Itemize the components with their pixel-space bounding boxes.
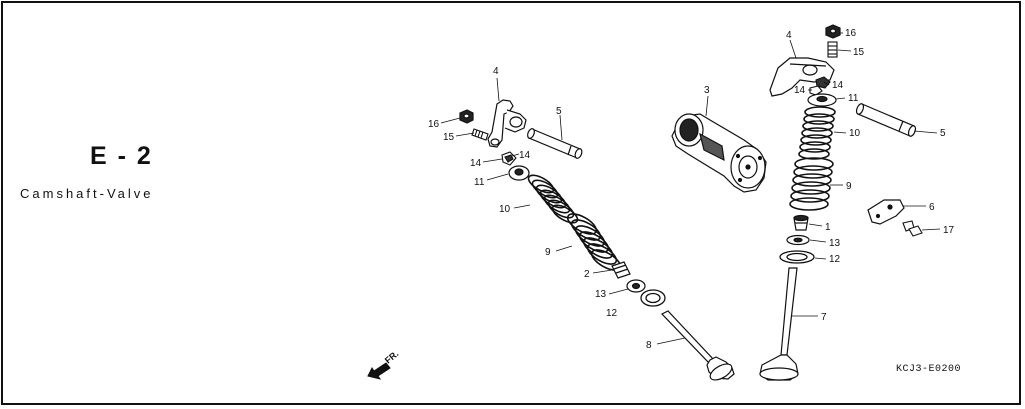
callout-left-seat-washer: 13 [595,289,607,300]
right-valve-cotter-lower[interactable] [809,85,823,96]
left-spring-retainer[interactable] [508,165,530,181]
callout-right-inner-spring: 9 [846,181,852,192]
left-outer-spring[interactable] [526,172,580,226]
left-rocker-arm[interactable] [487,99,527,148]
right-valve-cotter-upper[interactable] [815,76,831,89]
left-inner-spring[interactable] [565,210,624,274]
leader-lines [440,32,941,345]
callout-right-outer-spring: 10 [849,128,861,139]
reference-code: KCJ3-E0200 [896,364,962,375]
callout-left-rocker-shaft: 5 [556,106,562,117]
callout-left-screw: 15 [443,132,455,143]
callout-left-spring-retainer: 11 [474,177,485,188]
right-adjusting-screw[interactable] [827,41,838,58]
callout-right-rocker-shaft: 5 [940,128,946,139]
left-valve-cotter[interactable] [501,151,517,166]
left-seat-washer[interactable] [626,279,646,293]
callout-right-stem-seal: 1 [825,222,831,233]
callout-left-small-part-b: 14 [519,150,531,161]
callout-bolt: 17 [943,225,955,236]
callout-right-spring-retainer: 11 [848,93,859,104]
callout-left-stem-seal: 2 [584,269,590,280]
left-nut[interactable] [459,109,474,124]
callout-left-rocker-arm: 4 [493,66,499,77]
callout-right-seat-washer: 13 [829,238,841,249]
callout-right-spring-seat: 12 [829,254,841,265]
right-spring-seat[interactable] [779,250,815,264]
front-arrow-icon [367,362,391,380]
callout-left-outer-spring: 10 [499,204,511,215]
section-code: E - 2 [90,142,153,170]
callout-labels: 4 5 16 15 14 14 11 10 9 2 13 12 8 3 16 1… [428,28,955,351]
camshaft[interactable] [671,113,767,193]
left-stem-seal[interactable] [611,261,631,279]
right-seat-washer[interactable] [786,234,810,246]
plate[interactable] [867,199,905,225]
callout-right-screw: 15 [853,47,865,58]
left-spring-seat[interactable] [640,289,666,307]
callout-exhaust-valve: 8 [646,340,652,351]
callout-right-small-part-a: 14 [832,80,844,91]
callout-left-nut: 16 [428,119,440,130]
right-outer-spring[interactable] [798,106,836,160]
exhaust-valve[interactable] [661,310,735,383]
callout-right-nut: 16 [845,28,857,39]
bolt[interactable] [902,220,923,237]
right-spring-retainer[interactable] [807,93,837,107]
right-rocker-shaft[interactable] [855,103,917,137]
right-inner-spring[interactable] [789,157,834,211]
callout-right-small-part-b: 14 [794,85,806,96]
callout-left-spring-seat: 12 [606,308,618,319]
callout-plate: 6 [929,202,935,213]
section-title: Camshaft-Valve [20,186,154,201]
intake-valve[interactable] [759,267,799,381]
left-rocker-shaft[interactable] [526,128,583,160]
right-nut[interactable] [825,24,841,39]
right-stem-seal[interactable] [793,214,809,231]
right-rocker-arm[interactable] [769,57,835,97]
front-direction-indicator: FR. [367,349,400,380]
callout-camshaft: 3 [704,85,710,96]
left-adjusting-screw[interactable] [471,128,489,141]
callout-intake-valve: 7 [821,312,827,323]
callout-left-inner-spring: 9 [545,247,551,258]
callout-right-rocker-arm: 4 [786,30,792,41]
callout-left-small-part-a: 14 [470,158,482,169]
